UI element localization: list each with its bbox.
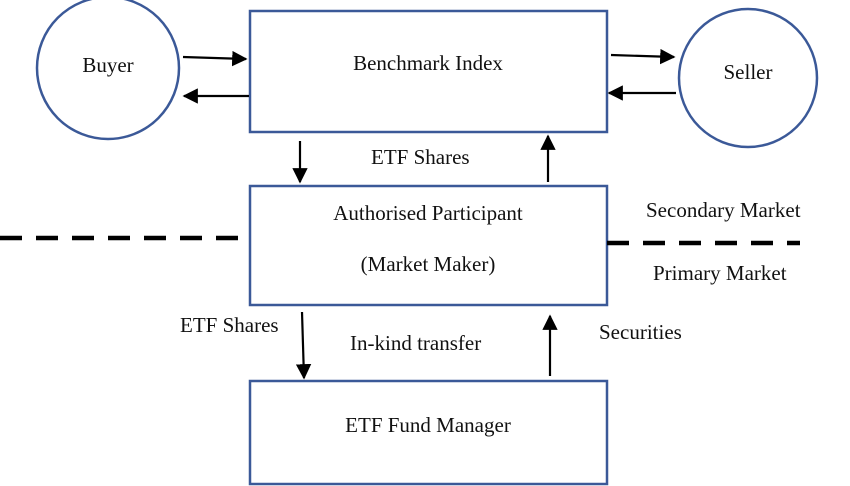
primary-market-label: Primary Market [653,261,787,285]
etf-shares-top-label: ETF Shares [371,145,470,169]
authorised-participant-box [248,184,609,307]
in-kind-transfer-label: In-kind transfer [350,331,482,355]
seller-label: Seller [723,60,773,84]
arrow-ap-to-fund-manager [295,311,312,380]
arrow-index-to-seller [610,48,676,65]
etf-fund-manager-label: ETF Fund Manager [345,413,511,437]
etf-fund-manager-box [248,379,609,486]
buyer-label: Buyer [82,53,134,77]
authorised-participant-label: Authorised Participant [333,201,523,225]
secondary-market-label: Secondary Market [646,198,801,222]
benchmark-index-box [248,9,609,134]
arrow-buyer-to-index [182,50,248,67]
benchmark-index-label: Benchmark Index [353,51,503,75]
securities-label: Securities [599,320,682,344]
market-maker-label: (Market Maker) [360,252,496,276]
seller-circle [677,7,819,149]
etf-shares-bottom-label: ETF Shares [180,313,279,337]
buyer-circle [35,0,181,141]
